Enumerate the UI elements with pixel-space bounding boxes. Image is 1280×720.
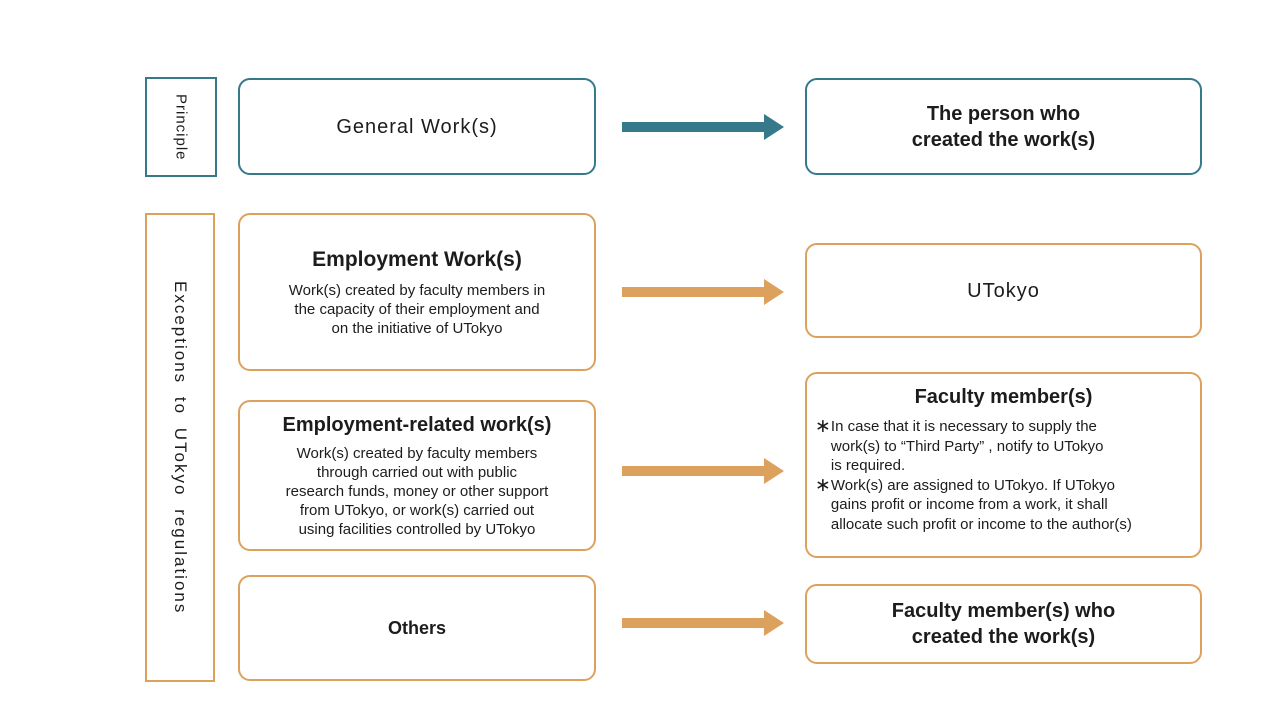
employment-related-box: Employment-related work(s) Work(s) creat… — [238, 400, 596, 551]
arrow-others-to-faculty-created — [622, 610, 784, 636]
employment-related-title: Employment-related work(s) — [282, 414, 552, 436]
faculty-note: ∗ Work(s) are assigned to UTokyo. If UTo… — [815, 474, 1192, 535]
general-works-title: General Work(s) — [336, 115, 498, 138]
exceptions-rail: Exceptions to UTokyo regulations — [145, 213, 215, 682]
arrow-employment-to-utokyo — [622, 279, 784, 305]
general-works-box: General Work(s) — [238, 78, 596, 175]
asterisk-marker: ∗ — [815, 474, 831, 496]
asterisk-marker: ∗ — [815, 416, 831, 437]
arrow-head — [764, 458, 784, 484]
utokyo-title: UTokyo — [967, 279, 1040, 302]
arrow-shaft — [622, 122, 764, 132]
principle-rail: Principle — [145, 77, 217, 177]
arrow-shaft — [622, 618, 764, 628]
others-box: Others — [238, 575, 596, 681]
faculty-note: ∗ In case that it is necessary to supply… — [815, 417, 1192, 476]
employment-works-box: Employment Work(s) Work(s) created by fa… — [238, 213, 596, 371]
faculty-members-notes: ∗ In case that it is necessary to supply… — [807, 417, 1200, 534]
utokyo-box: UTokyo — [805, 243, 1202, 338]
others-title: Others — [387, 618, 447, 638]
employment-related-description: Work(s) created by faculty members throu… — [285, 445, 549, 538]
arrow-general-to-person — [622, 114, 784, 140]
employment-works-description: Work(s) created by faculty members in th… — [288, 281, 546, 337]
arrow-shaft — [622, 466, 764, 476]
faculty-note-text: In case that it is necessary to supply t… — [830, 418, 1104, 474]
person-created-title: The person who created the work(s) — [911, 102, 1096, 151]
arrow-employment-related-to-faculty — [622, 458, 784, 484]
faculty-created-box: Faculty member(s) who created the work(s… — [805, 584, 1202, 664]
arrow-head — [764, 114, 784, 140]
principle-label: Principle — [172, 93, 190, 161]
employment-works-title: Employment Work(s) — [312, 247, 522, 271]
arrow-head — [764, 279, 784, 305]
faculty-created-title: Faculty member(s) who created the work(s… — [891, 600, 1116, 648]
faculty-members-title: Faculty member(s) — [914, 386, 1093, 408]
arrow-head — [764, 610, 784, 636]
arrow-shaft — [622, 287, 764, 297]
faculty-note-text: Work(s) are assigned to UTokyo. If UToky… — [830, 476, 1132, 533]
faculty-members-box: Faculty member(s) ∗ In case that it is n… — [805, 372, 1202, 558]
exceptions-label: Exceptions to UTokyo regulations — [171, 280, 190, 615]
person-created-box: The person who created the work(s) — [805, 78, 1202, 175]
